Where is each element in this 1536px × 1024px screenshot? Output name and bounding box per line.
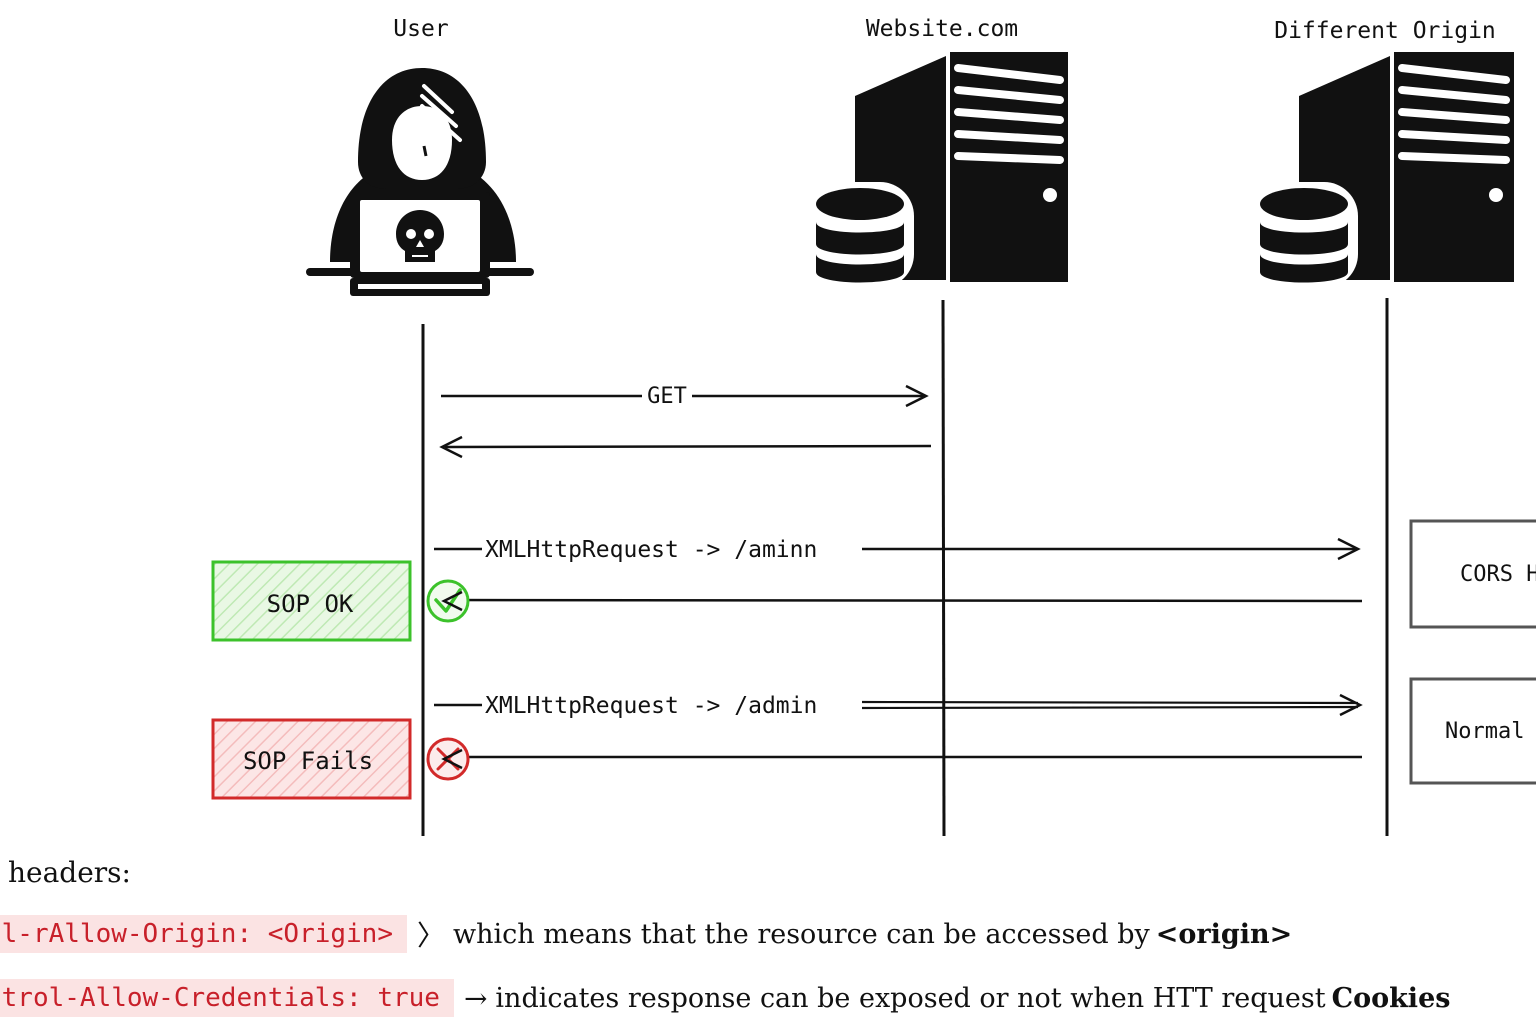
cors-headers-label: CORS H: [1460, 562, 1536, 587]
sequence-diagram: User Website.com Different Origin: [211, 16, 1536, 837]
allow-origin-code: ol-rAllow-Origin: <Origin>: [0, 915, 407, 953]
normal-response-box: Normal: [1409, 677, 1536, 785]
sop-fails-label: SOP Fails: [243, 747, 373, 775]
xhr-cors-response-arrow: [441, 589, 1363, 611]
notes-heading: headers:: [8, 856, 131, 889]
cors-headers-box: CORS H: [1409, 519, 1536, 629]
allow-credentials-emphasis: Cookies: [1331, 982, 1451, 1014]
xhr-cors-label: XMLHttpRequest -> /aminn: [485, 537, 817, 563]
actor-label-website: Website.com: [866, 16, 1018, 42]
note-row-allow-credentials: ntrol-Allow-Credentials: true → indicate…: [0, 974, 1450, 1022]
allow-credentials-code: ntrol-Allow-Credentials: true: [0, 979, 454, 1017]
allow-origin-description: which means that the resource can be acc…: [453, 918, 1150, 950]
xhr-normal-request-arrow: [434, 693, 1363, 717]
allow-credentials-description: indicates response can be exposed or not…: [495, 982, 1326, 1014]
headers-notes: headers: ol-rAllow-Origin: <Origin> 〉 wh…: [0, 846, 1536, 1024]
note-row-allow-origin: ol-rAllow-Origin: <Origin> 〉 which means…: [0, 910, 1292, 958]
get-label: GET: [647, 384, 687, 409]
lifeline-website: [941, 299, 946, 837]
normal-response-label: Normal: [1445, 719, 1524, 744]
sop-ok-box: SOP OK: [211, 560, 412, 642]
success-marker-icon: [426, 579, 470, 623]
get-request-arrow: [441, 384, 929, 408]
xhr-cors-request-arrow: [434, 537, 1361, 561]
sop-ok-label: SOP OK: [267, 590, 354, 618]
note-arrow-icon: 〉: [417, 919, 446, 952]
xhr-normal-label: XMLHttpRequest -> /admin: [485, 693, 817, 719]
hacker-laptop-icon: [306, 68, 534, 296]
get-response-arrow: [439, 435, 932, 459]
actor-label-user: User: [393, 16, 448, 42]
allow-origin-emphasis: <origin>: [1155, 918, 1293, 950]
actor-label-different-origin: Different Origin: [1274, 18, 1496, 44]
failure-marker-icon: [426, 737, 470, 781]
note-arrow-icon: →: [463, 981, 488, 1015]
different-origin-server-icon: [1250, 52, 1514, 288]
sop-fails-box: SOP Fails: [211, 718, 412, 800]
website-server-icon: [806, 52, 1068, 288]
